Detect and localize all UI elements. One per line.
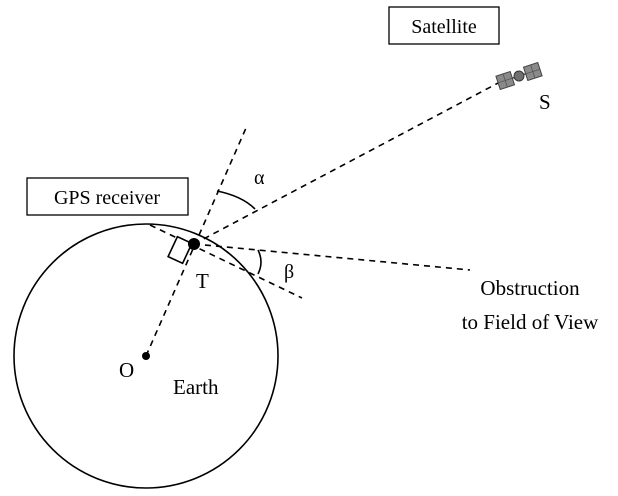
receiver-point-label: T [196, 269, 209, 293]
tangent-line [149, 224, 303, 299]
obstruction-label-line2: to Field of View [462, 310, 599, 334]
satellite-label-box [388, 6, 500, 45]
center-point-label: O [119, 358, 134, 382]
alpha-label: α [254, 167, 265, 189]
line-to-obstruction [193, 243, 471, 271]
beta-arc [257, 249, 262, 275]
earth-label: Earth [173, 375, 219, 399]
beta-label: β [284, 261, 294, 283]
line-to-satellite [193, 81, 501, 245]
earth-circle [13, 223, 279, 489]
satellite-icon [495, 61, 543, 91]
receiver-square-icon [167, 235, 193, 265]
receiver-dot [188, 238, 200, 250]
obstruction-label-line1: Obstruction [480, 276, 580, 300]
alpha-arc [216, 190, 256, 210]
gps-receiver-label: GPS receiver [54, 187, 160, 209]
gps-receiver-label-box [26, 177, 189, 216]
satellite-point-label: S [539, 90, 551, 114]
satellite-label: Satellite [411, 16, 477, 38]
